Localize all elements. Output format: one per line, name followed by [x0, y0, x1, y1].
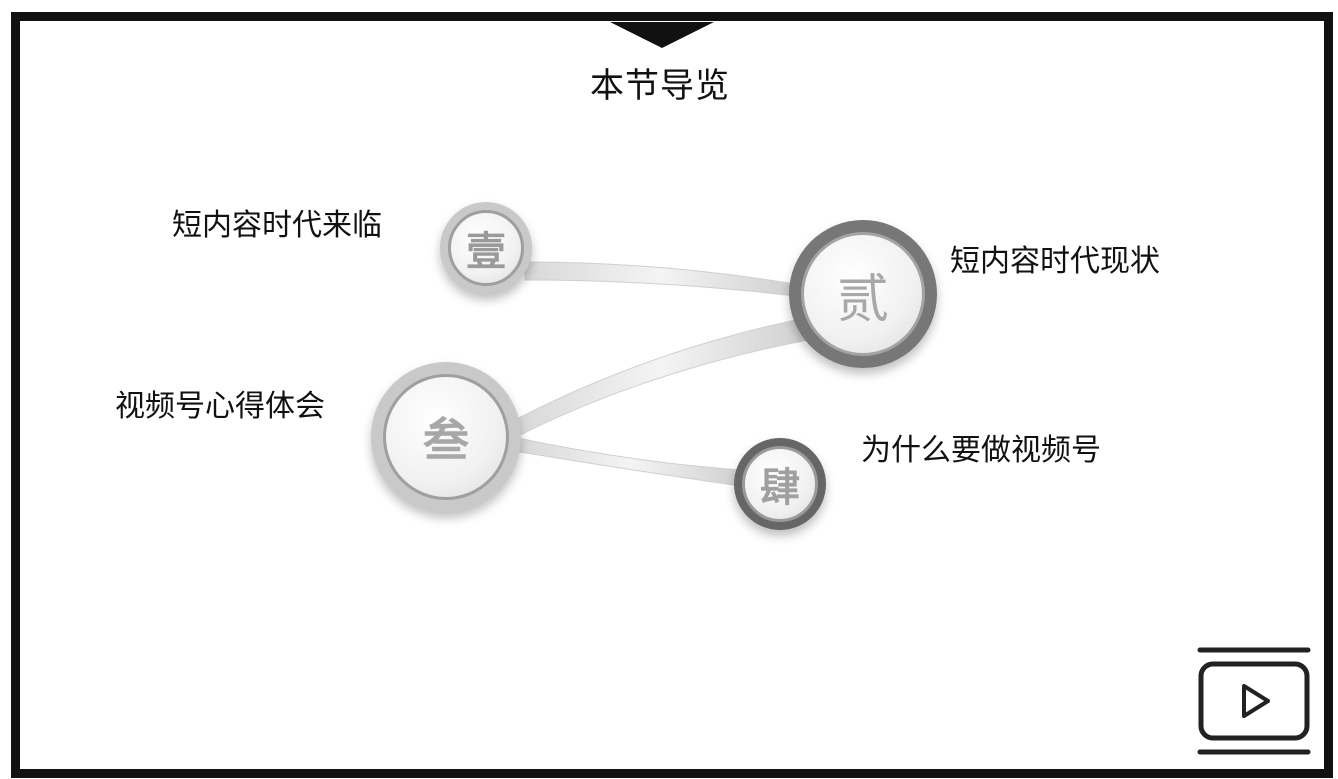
node-3[interactable]: 叁	[371, 362, 521, 512]
connector-3-4	[517, 437, 743, 487]
node-3-glyph: 叁	[423, 413, 469, 467]
connector-3-2	[514, 317, 809, 437]
node-2-inner: 贰	[801, 232, 925, 356]
node-4[interactable]: 肆	[734, 438, 826, 530]
node-1[interactable]: 壹	[440, 202, 532, 294]
slide-title: 本节导览	[590, 66, 730, 106]
play-video-icon[interactable]	[1196, 646, 1312, 756]
node-4-label: 为什么要做视频号	[861, 433, 1101, 468]
node-3-inner: 叁	[383, 374, 509, 500]
node-2-label: 短内容时代现状	[950, 244, 1160, 279]
slide-frame	[11, 12, 1333, 778]
node-2-glyph: 贰	[836, 269, 889, 330]
node-1-inner: 壹	[448, 210, 524, 286]
node-4-inner: 肆	[742, 446, 818, 522]
node-2[interactable]: 贰	[789, 220, 937, 368]
node-1-label: 短内容时代来临	[172, 208, 382, 243]
node-3-label: 视频号心得体会	[115, 389, 325, 424]
node-1-glyph: 壹	[466, 229, 506, 275]
connector-1-2	[524, 261, 796, 297]
node-4-glyph: 肆	[760, 465, 800, 511]
triangle-down-icon	[610, 22, 714, 48]
